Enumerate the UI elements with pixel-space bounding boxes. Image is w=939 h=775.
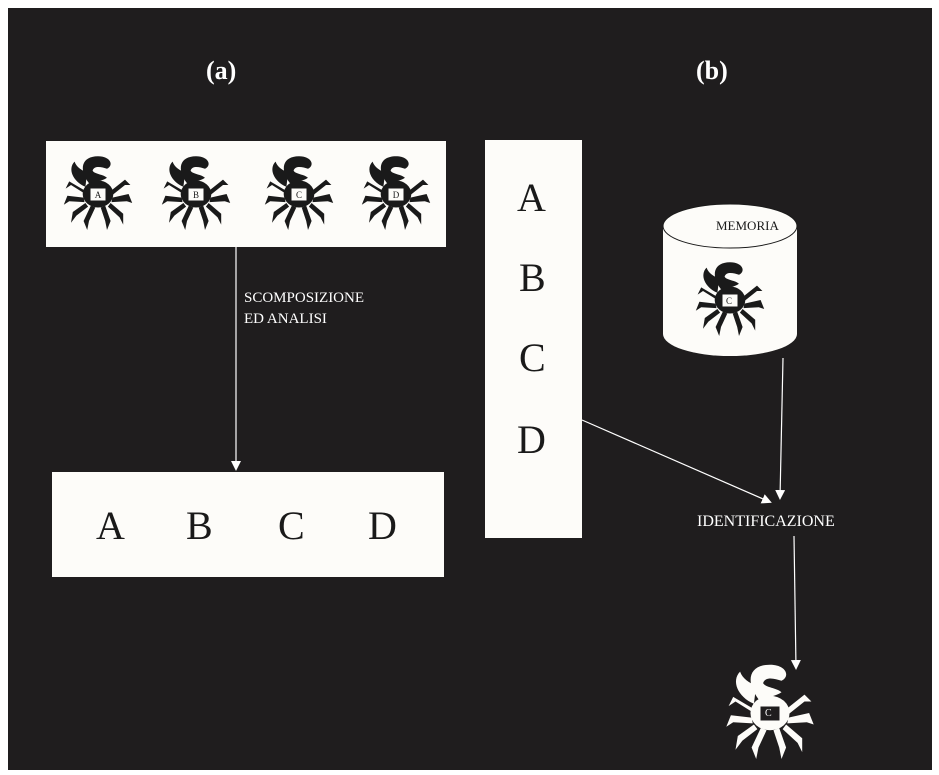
crab-c-icon: C [264, 156, 334, 230]
crab-b-icon: B [161, 156, 231, 230]
connectors-and-cylinder [231, 203, 814, 759]
crab-a-icon: A [63, 156, 133, 230]
feature-d: D [517, 417, 546, 462]
crab-d-icon: D [361, 156, 431, 230]
memory-crab-tag: C [726, 296, 733, 306]
arrow-id-to-output [790, 535, 801, 670]
specimens-strip: A B C D [46, 141, 446, 247]
output-crab-icon [726, 664, 814, 759]
arrow-features-to-id [581, 419, 772, 504]
crab-a-tag: A [95, 190, 102, 200]
result-c: C [278, 503, 305, 548]
features-column: A B C D [485, 140, 582, 538]
result-a: A [96, 503, 125, 548]
feature-c: C [519, 335, 546, 380]
specimens-svg: A B C D [63, 156, 431, 230]
result-d: D [368, 503, 397, 548]
panel-a-label: (a) [206, 56, 237, 85]
result-b: B [186, 503, 213, 548]
crab-c-tag: C [296, 190, 302, 200]
crab-b-tag: B [193, 190, 199, 200]
feature-a: A [517, 175, 546, 220]
panel-b-label: (b) [696, 56, 728, 85]
memory-crab-icon [695, 262, 765, 336]
arrow-memory-to-id [775, 357, 786, 500]
process-label-line1: SCOMPOSIZIONE [244, 290, 365, 306]
crab-d-tag: D [393, 190, 400, 200]
output-crab-tag: C [765, 708, 772, 719]
feature-b: B [519, 255, 546, 300]
results-strip: A B C D [52, 472, 444, 577]
memory-label: MEMORIA [716, 218, 779, 233]
diagram-board: (a) (b) A B C D [8, 8, 932, 770]
process-label-line2: ED ANALISI [244, 311, 327, 327]
identify-label: IDENTIFICAZIONE [697, 513, 835, 530]
